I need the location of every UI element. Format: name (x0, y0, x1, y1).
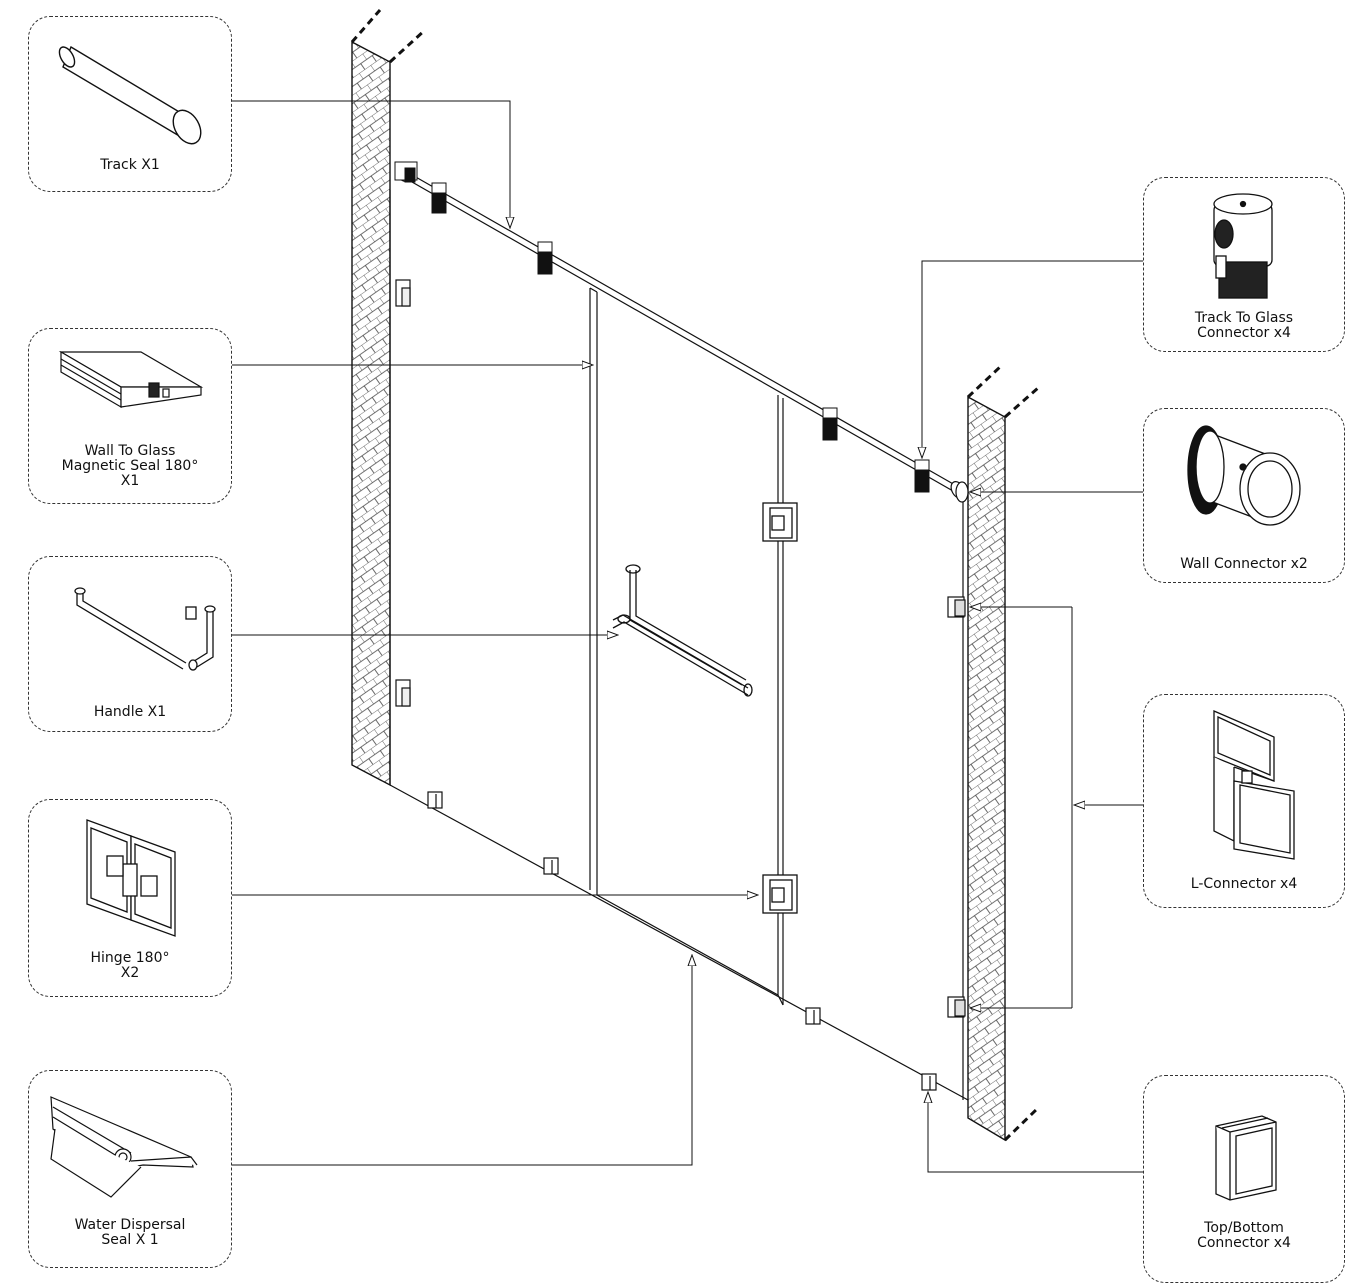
hinge-label-line-1: Hinge 180° (90, 950, 170, 966)
right-wall-clamps (947, 596, 966, 1018)
water-seal-label-line-2: Seal X 1 (101, 1232, 159, 1248)
track-connector-box: Track To Glass Connector x4 (1143, 177, 1345, 352)
magnetic-seal-label-line-3: X1 (120, 473, 140, 489)
track-connectors (394, 161, 930, 493)
l-connector-box: L-Connector x4 (1143, 694, 1345, 908)
hinge-box: Hinge 180° X2 (28, 799, 232, 997)
track-connector-label-line-2: Connector x4 (1197, 325, 1291, 341)
track-tube-icon (58, 45, 202, 145)
left-wall-clamps (395, 279, 411, 707)
leader-lines (232, 100, 1143, 1173)
water-seal-box: Water Dispersal Seal X 1 (28, 1070, 232, 1268)
handle-label: Handle X1 (93, 704, 167, 720)
hinge-icon (86, 819, 176, 937)
top-bottom-connector-label-line-2: Connector x4 (1197, 1235, 1291, 1251)
magnetic-seal-label-line-2: Magnetic Seal 180° (61, 458, 199, 474)
track-label: Track X1 (100, 157, 160, 173)
bottom-connectors (427, 791, 937, 1091)
hinge-label: Hinge 180° X2 (29, 951, 231, 981)
door-hinges (762, 502, 798, 914)
wall-connector-mount (955, 481, 969, 503)
l-connector-label: L-Connector x4 (1190, 876, 1298, 892)
magnetic-seal-box: Wall To Glass Magnetic Seal 180° X1 (28, 328, 232, 504)
track-box: Track X1 (28, 16, 232, 192)
door-handle (612, 564, 753, 697)
track-connector-label-line-1: Track To Glass (1194, 310, 1294, 326)
hinge-label-line-2: X2 (120, 965, 140, 981)
top-bottom-connector-box: Top/Bottom Connector x4 (1143, 1075, 1345, 1283)
magnetic-seal-label: Wall To Glass Magnetic Seal 180° X1 (29, 444, 231, 489)
water-seal-label: Water Dispersal Seal X 1 (29, 1218, 231, 1248)
glass-panels (389, 190, 969, 1101)
track-rod (395, 164, 966, 499)
wall-connector-box: Wall Connector x2 (1143, 408, 1345, 583)
top-bottom-connector-label: Top/Bottom Connector x4 (1144, 1221, 1344, 1251)
handle-bar-icon (74, 587, 216, 671)
water-seal-label-line-1: Water Dispersal (74, 1217, 186, 1233)
water-seal-profile-icon (50, 1096, 198, 1198)
track-connector-icon (1213, 193, 1273, 299)
handle-box: Handle X1 (28, 556, 232, 732)
wall-connector-icon (1187, 425, 1301, 526)
top-bottom-connector-icon (1215, 1115, 1277, 1201)
left-wall (350, 9, 427, 787)
l-connector-icon (1213, 710, 1295, 860)
track-connector-label: Track To Glass Connector x4 (1144, 311, 1344, 341)
right-wall (966, 365, 1040, 1142)
top-bottom-connector-label-line-1: Top/Bottom (1204, 1220, 1284, 1236)
magnetic-seal-profile-icon (58, 350, 204, 409)
wall-connector-label: Wall Connector x2 (1180, 556, 1308, 572)
magnetic-seal-label-line-1: Wall To Glass (84, 443, 176, 459)
